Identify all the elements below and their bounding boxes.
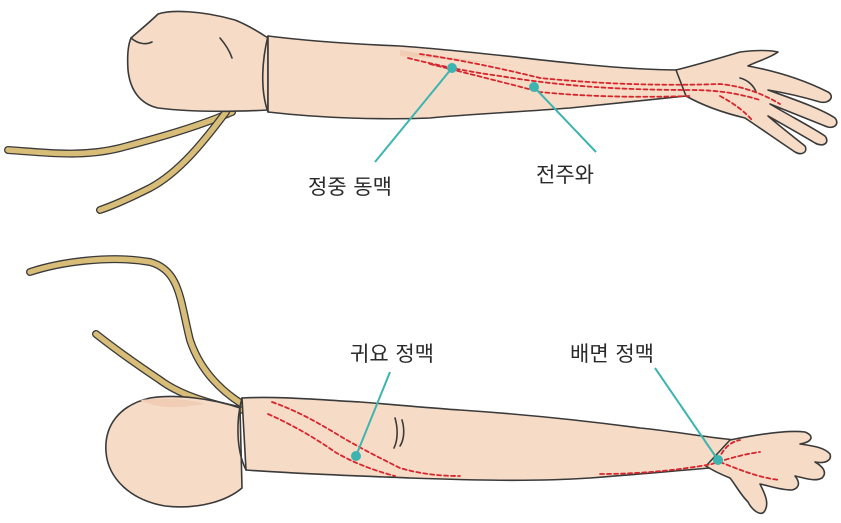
label-dorsal-vein: 배면 정맥 [570,342,654,366]
bottom-forearm [242,397,736,480]
top-arm-tubes [8,112,232,210]
top-arm: 정중 동맥 전주와 [8,12,837,210]
bottom-arm: 귀요 정맥 배면 정맥 [30,259,830,513]
top-forearm [268,36,686,119]
bottom-arm-tubes [30,259,242,410]
bottom-shoulder [106,396,242,506]
label-antecubital-fossa: 전주와 [536,163,594,187]
label-basilic-vein: 귀요 정맥 [350,342,434,366]
top-upper-arm [128,12,268,112]
label-median-artery: 정중 동맥 [308,175,392,199]
top-hand [676,51,837,154]
